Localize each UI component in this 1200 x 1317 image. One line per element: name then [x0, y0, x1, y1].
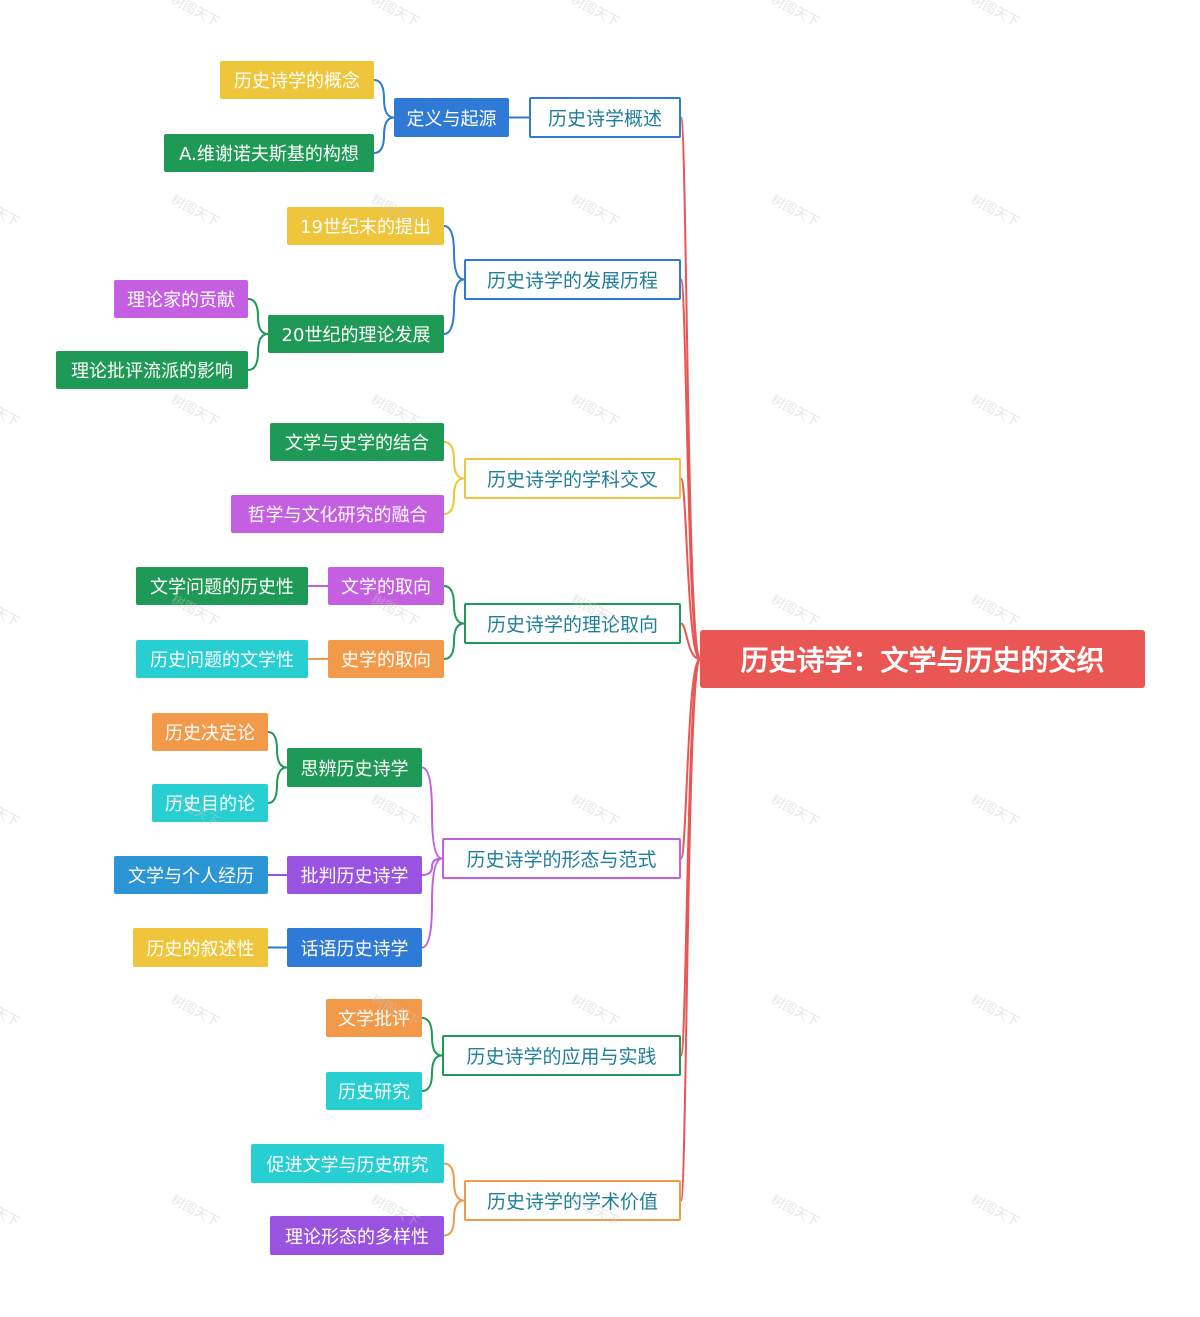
- sub-connector-5-2: [421, 857, 443, 949]
- branch-4[interactable]: 历史诗学的理论取向: [464, 603, 681, 644]
- subtopic-4-1[interactable]: 文学的取向: [328, 567, 444, 605]
- sub-connector-7-0: [443, 1162, 465, 1202]
- branch-3[interactable]: 历史诗学的学科交叉: [464, 458, 681, 499]
- leaf-connector-2-2-0: [247, 298, 269, 335]
- branch-1[interactable]: 历史诗学概述: [529, 97, 681, 138]
- root-connector-5: [680, 658, 701, 860]
- leaf-5-2-1[interactable]: 文学与个人经历: [114, 856, 268, 894]
- leaf-4-2-1[interactable]: 历史问题的文学性: [136, 640, 308, 678]
- subtopic-6-1[interactable]: 文学批评: [326, 999, 422, 1037]
- leaf-2-2-2[interactable]: 理论批评流派的影响: [56, 351, 248, 389]
- sub-connector-5-1: [421, 857, 443, 876]
- sub-connector-3-0: [443, 441, 465, 480]
- leaf-4-1-1[interactable]: 文学问题的历史性: [136, 567, 308, 605]
- subtopic-7-2[interactable]: 理论形态的多样性: [270, 1216, 444, 1255]
- sub-connector-7-1: [443, 1199, 465, 1237]
- branch-6[interactable]: 历史诗学的应用与实践: [442, 1035, 681, 1076]
- sub-connector-4-0: [443, 585, 465, 625]
- subtopic-3-1[interactable]: 文学与史学的结合: [270, 423, 444, 461]
- sub-connector-2-0: [443, 225, 465, 281]
- leaf-5-1-1[interactable]: 历史决定论: [152, 713, 268, 751]
- leaf-5-3-1[interactable]: 历史的叙述性: [133, 928, 268, 967]
- branch-7[interactable]: 历史诗学的学术价值: [464, 1180, 681, 1221]
- subtopic-4-2[interactable]: 史学的取向: [328, 640, 444, 678]
- leaf-connector-2-2-1: [247, 333, 269, 371]
- leaf-1-1-1[interactable]: 历史诗学的概念: [220, 61, 374, 99]
- leaf-2-2-1[interactable]: 理论家的贡献: [114, 280, 248, 318]
- sub-connector-4-1: [443, 622, 465, 660]
- sub-connector-5-0: [421, 766, 443, 860]
- subtopic-6-2[interactable]: 历史研究: [326, 1072, 422, 1110]
- sub-connector-6-0: [421, 1017, 443, 1057]
- subtopic-3-2[interactable]: 哲学与文化研究的融合: [231, 495, 444, 533]
- root-topic[interactable]: 历史诗学：文学与历史的交织: [700, 630, 1145, 688]
- root-connector-2: [680, 278, 701, 660]
- branch-5[interactable]: 历史诗学的形态与范式: [442, 838, 681, 879]
- subtopic-7-1[interactable]: 促进文学与历史研究: [251, 1144, 444, 1183]
- leaf-connector-1-1-0: [373, 79, 395, 119]
- sub-connector-2-1: [443, 278, 465, 335]
- subtopic-5-3[interactable]: 话语历史诗学: [287, 928, 422, 967]
- subtopic-2-1[interactable]: 19世纪末的提出: [287, 207, 444, 245]
- root-connector-7: [680, 658, 701, 1202]
- leaf-connector-5-1-1: [267, 766, 288, 804]
- leaf-connector-5-1-0: [267, 731, 288, 769]
- leaf-connector-1-1-1: [373, 116, 395, 154]
- sub-connector-6-1: [421, 1054, 443, 1092]
- root-connector-3: [680, 477, 701, 660]
- branch-2[interactable]: 历史诗学的发展历程: [464, 259, 681, 300]
- sub-connector-3-1: [443, 477, 465, 515]
- leaf-1-1-2[interactable]: A.维谢诺夫斯基的构想: [164, 134, 374, 172]
- root-connector-4: [680, 622, 701, 660]
- subtopic-5-1[interactable]: 思辨历史诗学: [287, 748, 422, 787]
- subtopic-1-1[interactable]: 定义与起源: [394, 98, 509, 137]
- subtopic-5-2[interactable]: 批判历史诗学: [287, 856, 422, 894]
- subtopic-2-2[interactable]: 20世纪的理论发展: [268, 315, 444, 353]
- leaf-5-1-2[interactable]: 历史目的论: [152, 784, 268, 822]
